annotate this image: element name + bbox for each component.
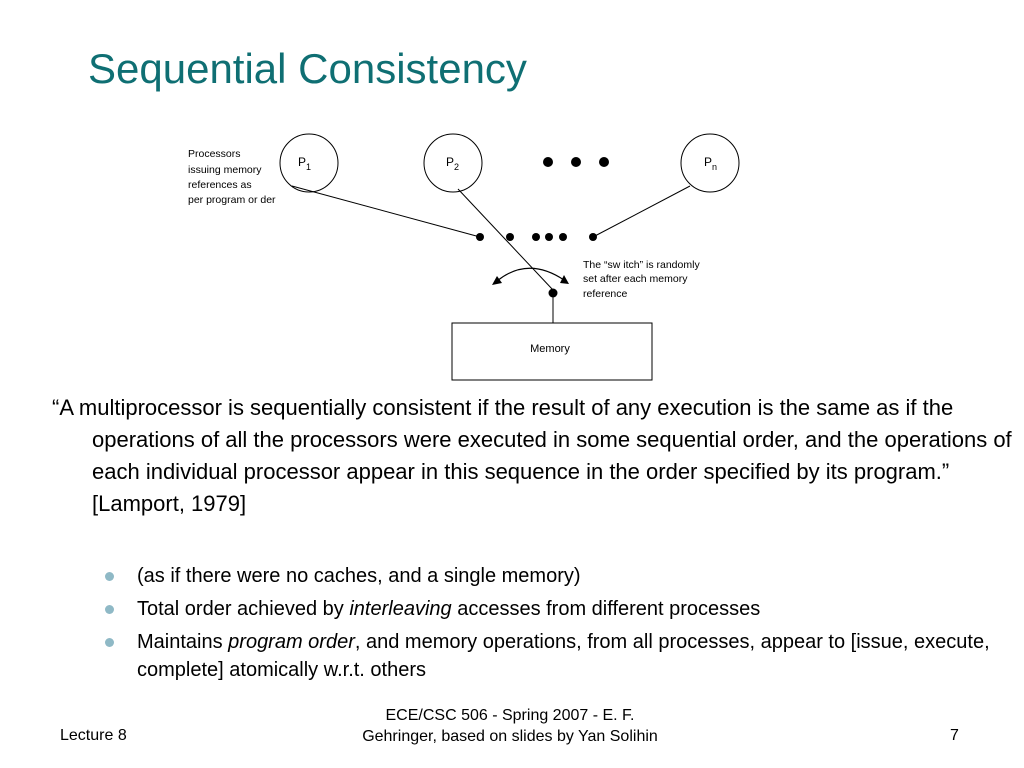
processor-note: Processors issuing memory references as … [188, 148, 276, 206]
bullet-emphasis: interleaving [349, 598, 452, 620]
lamport-quote: “A multiprocessor is sequentially consis… [52, 395, 1012, 516]
sequential-consistency-diagram: Processors issuing memory references as … [188, 133, 740, 381]
bullet-text: accesses from different processes [451, 598, 761, 620]
bullet-item: Maintains program order, and memory oper… [105, 628, 1005, 684]
bullet-text: Total order achieved by [137, 598, 350, 620]
switch-note-line: The “sw itch” is randomly [583, 259, 700, 271]
switch-note-line: reference [583, 288, 628, 300]
memory-box: Memory [451, 322, 653, 381]
svg-text:P1: P1 [298, 155, 311, 172]
svg-text:Pn: Pn [704, 155, 717, 172]
bullet-text: Maintains [137, 631, 229, 653]
connection-lines [291, 185, 691, 323]
bullet-list: (as if there were no caches, and a singl… [105, 562, 1005, 689]
switch-rotation-arrow-icon [492, 267, 569, 285]
bullet-text: (as if there were no caches, and a singl… [137, 565, 581, 587]
switch-contacts [476, 233, 597, 298]
bullet-text: , and memory operations, from all proces… [137, 631, 990, 681]
slide-title: Sequential Consistency [88, 45, 527, 92]
processor-ellipsis [543, 157, 609, 167]
footer-page-number: 7 [950, 727, 959, 744]
bullet-item: Total order achieved by interleaving acc… [105, 595, 1005, 623]
processor-p2: P2 [423, 133, 483, 193]
memory-label: Memory [530, 343, 570, 355]
bullet-dot-icon [105, 605, 114, 614]
bullet-emphasis: program order [228, 631, 355, 653]
processor-p1: P1 [279, 133, 339, 193]
processor-pn: Pn [680, 133, 740, 193]
bullet-dot-icon [105, 638, 114, 647]
bullet-dot-icon [105, 572, 114, 581]
footer-course-info: ECE/CSC 506 - Spring 2007 - E. F. Gehrin… [300, 705, 720, 747]
footer-course-line: ECE/CSC 506 - Spring 2007 - E. F. [385, 707, 635, 724]
switch-note-line: set after each memory [583, 273, 688, 285]
processor-note-line: references as [188, 179, 252, 191]
svg-text:P2: P2 [446, 155, 459, 172]
processor-note-line: issuing memory [188, 164, 262, 176]
bullet-item: (as if there were no caches, and a singl… [105, 562, 1005, 590]
footer-lecture: Lecture 8 [60, 727, 127, 744]
processor-note-line: Processors [188, 148, 241, 160]
switch-note: The “sw itch” is randomly set after each… [583, 259, 703, 300]
footer-course-line: Gehringer, based on slides by Yan Solihi… [362, 728, 658, 745]
processor-note-line: per program or der [188, 194, 276, 206]
